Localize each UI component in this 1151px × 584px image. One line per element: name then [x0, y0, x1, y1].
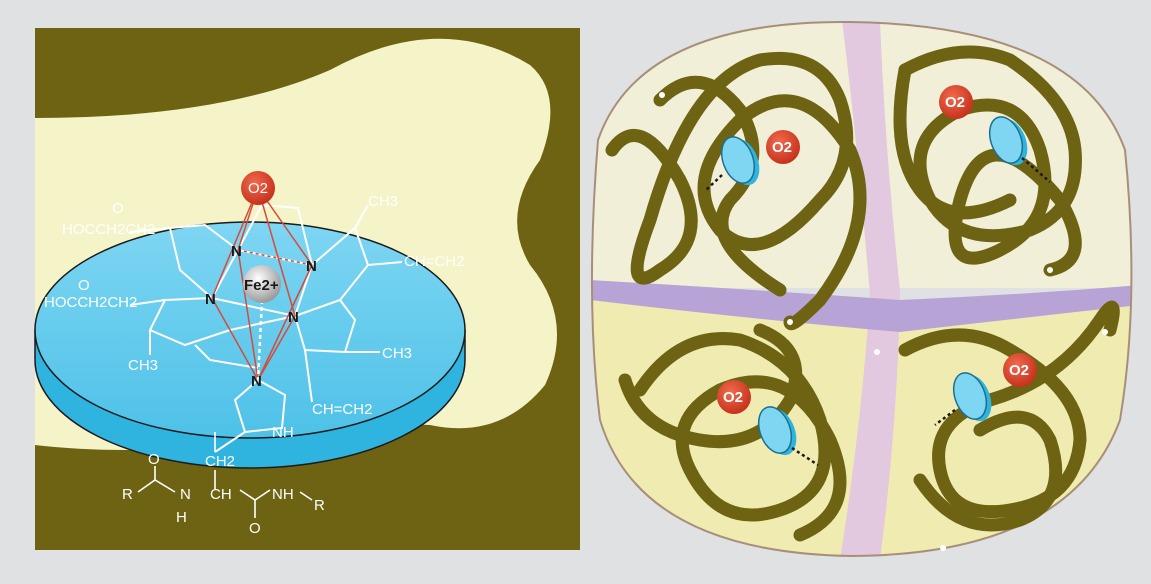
methyl-label-a: CH3	[368, 193, 398, 210]
methyl-label-c: CH3	[128, 357, 158, 374]
backbone-r-left: R	[122, 486, 133, 503]
vinyl-label-a: CH=CH2	[404, 253, 464, 270]
backbone-nh-label: NH	[272, 486, 294, 503]
pyrrole-n-4: N	[288, 309, 299, 326]
heme-pocket-panel: O2 Fe2+ N N N N N NH CH3 CH3 CH3 CH=CH2 …	[35, 28, 580, 550]
backbone-ch2-label: CH2	[205, 453, 235, 470]
iron-label: Fe2+	[244, 277, 279, 294]
backbone-h-label: H	[176, 509, 187, 526]
propionate-label-b: HOCCH2CH2	[44, 294, 137, 311]
o2-label-2: O2	[945, 94, 965, 111]
methyl-label-b: CH3	[382, 345, 412, 362]
bound-o2-label: O2	[248, 180, 268, 197]
hemoglobin-tetramer: O2 O2 O2 O2	[590, 20, 1140, 560]
carbonyl-o-a: O	[112, 200, 124, 217]
pyrrole-n-3: N	[205, 291, 216, 308]
backbone-ch-label: CH	[210, 486, 232, 503]
histidine-n-label: N	[251, 373, 262, 390]
o2-label-3: O2	[723, 389, 743, 406]
propionate-label-a: HOCCH2CH2	[62, 221, 155, 238]
carbonyl-o-b: O	[78, 277, 90, 294]
backbone-o-left: O	[148, 451, 160, 468]
pyrrole-n-1: N	[231, 243, 242, 260]
backbone-o-right: O	[249, 520, 261, 537]
histidine-nh-label: NH	[272, 424, 294, 441]
o2-label-1: O2	[772, 139, 792, 156]
vinyl-label-b: CH=CH2	[312, 401, 372, 418]
backbone-n-label: N	[180, 486, 191, 503]
o2-label-4: O2	[1009, 362, 1029, 379]
backbone-r-right: R	[314, 497, 325, 514]
pyrrole-n-2: N	[306, 258, 317, 275]
